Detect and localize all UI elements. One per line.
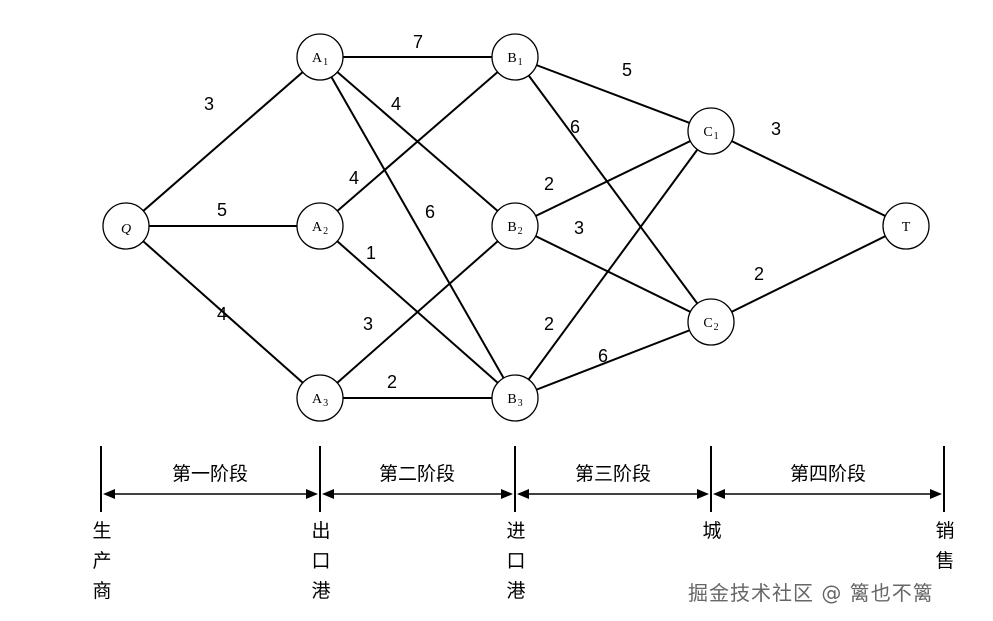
node-label: A3: [312, 392, 328, 409]
edge-weight-a1-b2: 4: [391, 94, 401, 114]
node-a1: A1: [296, 33, 344, 81]
node-label: B3: [507, 392, 522, 409]
edge-q-a3: [125, 225, 321, 399]
stage-4-arrow: [713, 489, 942, 499]
node-circle: [296, 202, 344, 250]
location-label: 城: [702, 520, 721, 542]
edge-a3-b2: [319, 225, 516, 399]
node-circle: [882, 202, 930, 250]
edge-b1-c2: [514, 56, 712, 323]
edge-weight-b1-c1: 5: [622, 60, 632, 80]
stage-3-label: 第三阶段: [575, 463, 651, 485]
node-circle: [296, 374, 344, 422]
edge-weight-a2-b3: 1: [366, 243, 376, 263]
edge-weight-a1-b1: 7: [413, 32, 423, 52]
edge-weight-q-a1: 3: [204, 94, 214, 114]
node-c1: C1: [687, 107, 735, 155]
node-c2: C2: [687, 298, 735, 346]
edge-weight-c2-t: 2: [754, 264, 764, 284]
edge-weight-b3-c2: 6: [598, 346, 608, 366]
node-circle: [491, 33, 539, 81]
edge-weight-c1-t: 3: [771, 119, 781, 139]
edge-weight-a2-b1: 4: [349, 168, 359, 188]
edge-weight-a3-b3: 2: [387, 372, 397, 392]
node-a2: A2: [296, 202, 344, 250]
edge-weight-q-a3: 4: [217, 304, 227, 324]
node-label: T: [902, 220, 911, 235]
edge-a1-b3: [319, 56, 516, 399]
edge-weight-a1-b3: 6: [425, 202, 435, 222]
node-b1: B1: [491, 33, 539, 81]
stage-axis: 第一阶段 第二阶段 第三阶段 第四阶段: [100, 446, 945, 512]
node-t: T: [882, 202, 930, 250]
edge-b2-c2: [514, 225, 712, 323]
node-label: B1: [507, 51, 522, 68]
node-circle: [102, 202, 150, 250]
edge-weight-a3-b2: 3: [363, 314, 373, 334]
watermark: 掘金技术社区 @ 篱也不篱: [688, 581, 934, 605]
node-label: C2: [703, 316, 718, 333]
stage-4-label: 第四阶段: [790, 463, 866, 485]
node-label: A2: [312, 220, 328, 237]
location-label: 进口港: [506, 520, 525, 602]
node-circle: [687, 298, 735, 346]
edge-q-a1: [125, 56, 321, 227]
stage-1-arrow: [103, 489, 318, 499]
node-label: B2: [507, 220, 522, 237]
edge-b2-c1: [514, 130, 712, 227]
edges-layer: [125, 56, 907, 399]
stage-2-arrow: [322, 489, 513, 499]
location-label: 生产商: [92, 520, 111, 602]
node-circle: [296, 33, 344, 81]
edge-c2-t: [710, 225, 907, 323]
edge-weights-layer: 3 5 4 7 4 6 4 1 3 2 5 6 2 3 2 6 3 2: [204, 32, 781, 392]
node-circle: [491, 202, 539, 250]
stage-2-label: 第二阶段: [379, 463, 455, 485]
edge-b3-c1: [514, 130, 712, 399]
edge-c1-t: [710, 130, 907, 227]
node-circle: [687, 107, 735, 155]
node-label: C1: [703, 125, 718, 142]
edge-weight-b2-c2: 3: [574, 218, 584, 238]
edge-b1-c1: [514, 56, 712, 132]
node-label: Q: [121, 222, 131, 237]
node-circle: [491, 374, 539, 422]
edge-weight-q-a2: 5: [217, 200, 227, 220]
node-q: Q: [102, 202, 150, 250]
node-a3: A3: [296, 374, 344, 422]
node-b2: B2: [491, 202, 539, 250]
location-labels: 生产商 出口港 进口港 城 销售: [92, 520, 954, 602]
node-b3: B3: [491, 374, 539, 422]
edge-weight-b1-c2: 6: [570, 117, 580, 137]
location-label: 出口港: [311, 520, 330, 602]
node-label: A1: [312, 51, 328, 68]
stage-3-arrow: [517, 489, 709, 499]
edge-weight-b2-c1: 2: [544, 174, 554, 194]
edge-a2-b1: [319, 56, 516, 227]
stage-1-label: 第一阶段: [172, 463, 248, 485]
edge-b3-c2: [514, 321, 712, 399]
location-label: 销售: [935, 520, 954, 572]
edge-weight-b3-c1: 2: [544, 314, 554, 334]
